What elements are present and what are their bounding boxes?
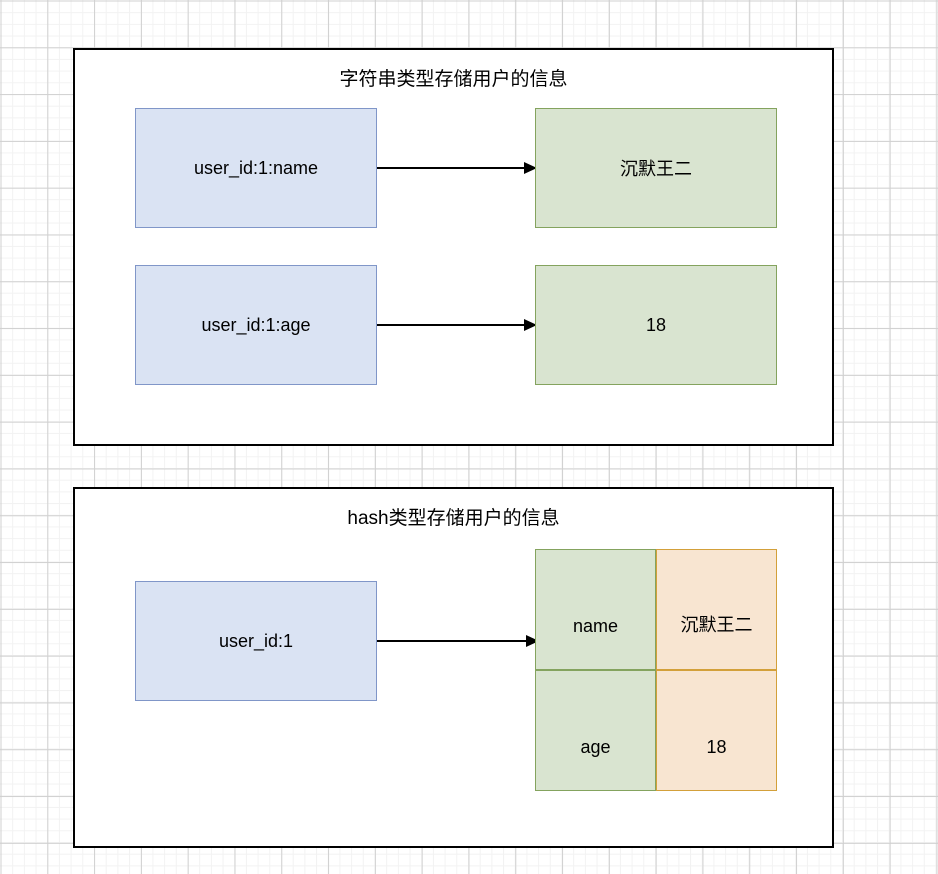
arrow-age-line xyxy=(377,324,524,326)
hash-field-name: name xyxy=(535,549,656,670)
arrow-hash-line xyxy=(377,640,526,642)
arrow-age xyxy=(377,319,537,331)
node-value-age: 18 xyxy=(535,265,777,385)
node-key-user-id: user_id:1 xyxy=(135,581,377,701)
node-key-user-id-name: user_id:1:name xyxy=(135,108,377,228)
arrow-name-head xyxy=(524,162,537,174)
arrow-hash xyxy=(377,635,539,647)
arrow-name xyxy=(377,162,537,174)
panel-hash-title: hash类型存储用户的信息 xyxy=(347,508,560,529)
node-value-name: 沉默王二 xyxy=(535,108,777,228)
panel-string-title: 字符串类型存储用户的信息 xyxy=(339,69,568,90)
panel-hash-type: hash类型存储用户的信息 user_id:1 name 沉默王二 age 18 xyxy=(73,487,834,848)
arrow-name-line xyxy=(377,167,524,169)
hash-field-age: age xyxy=(535,670,656,791)
panel-string-type: 字符串类型存储用户的信息 user_id:1:name 沉默王二 user_id… xyxy=(73,48,834,446)
hash-table: name 沉默王二 age 18 xyxy=(535,549,777,791)
node-key-user-id-age: user_id:1:age xyxy=(135,265,377,385)
arrow-age-head xyxy=(524,319,537,331)
hash-value-name: 沉默王二 xyxy=(656,549,777,670)
hash-value-age: 18 xyxy=(656,670,777,791)
